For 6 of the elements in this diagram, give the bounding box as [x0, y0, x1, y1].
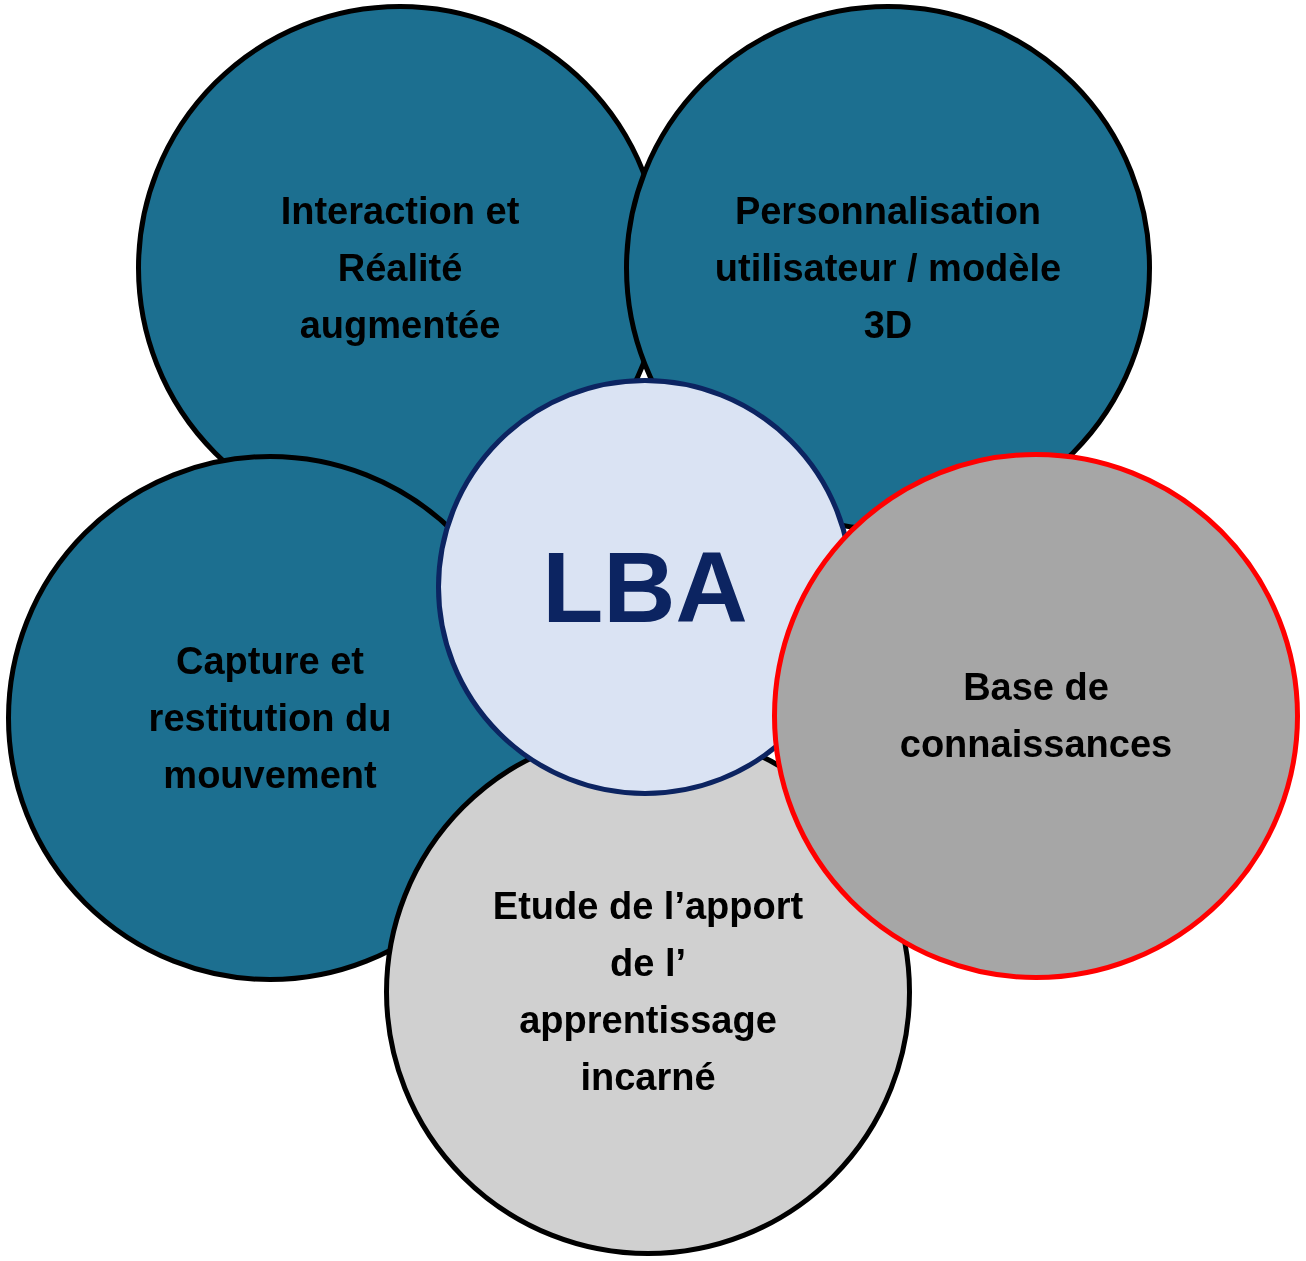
circle-label: Etude de l’apport de l’ apprentissage incarné [491, 884, 805, 1100]
circle-label: Personnalisation utilisateur / modèle 3D [713, 188, 1063, 348]
center-label: LBA [541, 532, 749, 642]
circle-label: Capture et restitution du mouvement [147, 638, 393, 798]
circle-label: Base de connaissances [898, 665, 1174, 767]
circle-label: Interaction et Réalité augmentée [279, 188, 521, 348]
